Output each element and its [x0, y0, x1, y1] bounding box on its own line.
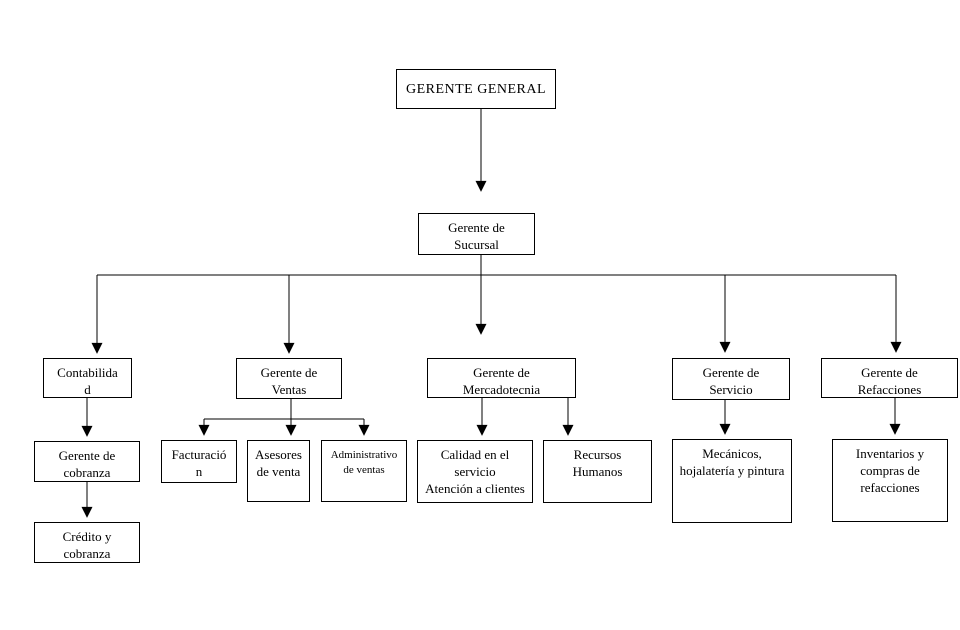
node-gerente-general: GERENTE GENERAL [396, 69, 556, 109]
node-inventarios: Inventarios y compras de refacciones [832, 439, 948, 522]
node-recursos-humanos: Recursos Humanos [543, 440, 652, 503]
node-gerente-servicio: Gerente de Servicio [672, 358, 790, 400]
node-gerente-ventas: Gerente de Ventas [236, 358, 342, 399]
node-gerente-mercadotecnia: Gerente de Mercadotecnia [427, 358, 576, 398]
node-calidad-servicio: Calidad en el servicio Atención a client… [417, 440, 533, 503]
node-contabilidad: Contabilida d [43, 358, 132, 398]
node-credito-cobranza: Crédito y cobranza [34, 522, 140, 563]
node-gerente-cobranza: Gerente de cobranza [34, 441, 140, 482]
node-facturacion: Facturació n [161, 440, 237, 483]
node-gerente-sucursal: Gerente de Sucursal [418, 213, 535, 255]
node-asesores-venta: Asesores de venta [247, 440, 310, 502]
node-administrativo-ventas: Administrativo de ventas [321, 440, 407, 502]
node-gerente-refacciones: Gerente de Refacciones [821, 358, 958, 398]
node-mecanicos: Mecánicos, hojalatería y pintura [672, 439, 792, 523]
